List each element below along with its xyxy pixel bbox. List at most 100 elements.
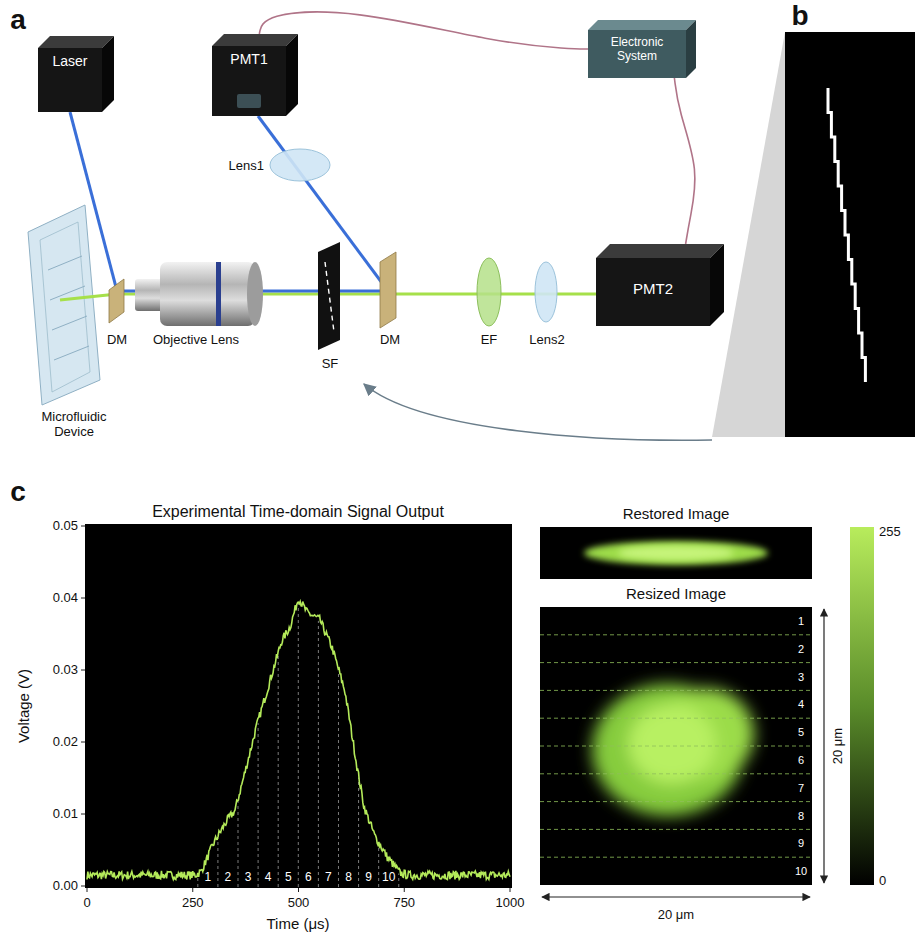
microfluidic-device <box>48 256 82 270</box>
part-label: Microfluidic Device <box>29 410 119 440</box>
resized-image <box>540 718 812 719</box>
box-side <box>710 244 724 326</box>
segment-number: 8 <box>344 871 353 885</box>
signal-chart <box>81 524 512 892</box>
signal-chart <box>197 876 198 887</box>
image-title: Restored Image <box>623 505 730 522</box>
axis-tick-label: 250 <box>182 896 204 911</box>
row-number: 2 <box>797 642 805 655</box>
box-front <box>212 46 286 116</box>
row-number: 6 <box>797 754 805 767</box>
box-top <box>38 36 114 48</box>
microfluidic-device <box>54 346 89 360</box>
segment-number: 7 <box>324 871 333 885</box>
chart-title: Experimental Time-domain Signal Output <box>152 503 444 521</box>
resized-image <box>592 684 754 816</box>
resized-image <box>540 829 812 830</box>
axis-tick-label: 750 <box>393 896 415 911</box>
resized-image <box>540 746 812 747</box>
axis-tick-label: 0.04 <box>53 591 78 606</box>
part-label: EF <box>481 333 498 348</box>
signal-chart <box>81 598 85 599</box>
instrument-label-area: PMT2 <box>596 280 710 297</box>
detector-box: PMT2 <box>596 244 724 326</box>
row-number: 4 <box>797 698 805 711</box>
lens <box>535 262 557 322</box>
signal-chart <box>81 742 85 743</box>
spatial-filter <box>318 242 340 350</box>
signal-chart <box>81 886 85 887</box>
segment-number: 2 <box>224 871 233 885</box>
row-number: 1 <box>797 615 805 628</box>
signal-chart <box>358 778 359 887</box>
microfluidic-device <box>28 205 100 405</box>
segment-number: 9 <box>364 871 373 885</box>
microfluidic-device <box>28 205 100 405</box>
restored-image <box>618 546 734 560</box>
segment-number: 10 <box>381 871 396 885</box>
box-front <box>596 258 710 326</box>
signal-chart <box>404 888 405 892</box>
instrument-name: Laser <box>43 53 97 69</box>
signal-chart <box>198 601 399 887</box>
resized-image <box>540 857 812 858</box>
signal-chart <box>378 844 379 887</box>
signal-chart <box>217 838 218 887</box>
axis-tick-label: 0 <box>83 896 90 911</box>
row-number: 10 <box>794 865 808 878</box>
dimension-label: 20 μm <box>831 728 846 764</box>
axis-tick-label: 0.01 <box>53 807 78 822</box>
resized-image <box>540 607 812 885</box>
scale-arrow <box>542 896 810 897</box>
axis-tick-label: 1000 <box>496 896 525 911</box>
instrument-name: PMT2 <box>601 280 705 297</box>
panel-letter: b <box>791 0 808 32</box>
segment-number: 3 <box>244 871 253 885</box>
restored-image <box>540 527 812 579</box>
signal-cable <box>674 78 695 244</box>
segment-number: 5 <box>284 871 293 885</box>
row-number: 3 <box>797 670 805 683</box>
box-side <box>686 20 696 78</box>
scale-arrow <box>542 609 824 897</box>
slit-mask <box>828 88 865 382</box>
resized-image <box>540 634 812 635</box>
resized-image <box>540 607 812 885</box>
resized-image <box>628 704 716 784</box>
signal-chart <box>81 526 85 527</box>
resized-image <box>540 635 812 857</box>
slit-mask <box>828 88 865 382</box>
part-label: Lens1 <box>229 159 264 174</box>
segment-number: 6 <box>304 871 313 885</box>
emission-filter <box>477 258 501 326</box>
restored-image <box>584 541 768 565</box>
slit-mask <box>785 32 915 437</box>
row-number: 8 <box>797 809 805 822</box>
signal-chart <box>318 621 319 887</box>
resized-image <box>540 801 812 802</box>
axis-tick-label: 0.03 <box>53 663 78 678</box>
box-front <box>588 30 686 78</box>
row-number: 7 <box>797 781 805 794</box>
laser-box: Laser <box>38 36 114 112</box>
dichroic-mirror <box>109 252 396 328</box>
instrument-body <box>212 34 298 116</box>
signal-chart <box>258 723 259 887</box>
part-label: Objective Lens <box>153 333 239 348</box>
signal-chart <box>510 888 511 892</box>
signal-chart <box>81 814 85 815</box>
spatial-filter <box>325 262 334 332</box>
signal-chart <box>85 524 512 888</box>
electronics-box: Electronic System <box>588 20 696 78</box>
box-side <box>286 34 298 116</box>
box-top <box>212 34 298 46</box>
scale-arrow <box>823 609 824 883</box>
signal-chart <box>81 526 510 892</box>
row-number: 5 <box>797 726 805 739</box>
box-side <box>102 36 114 112</box>
part-label: SF <box>322 357 339 372</box>
instrument-name: Electronic System <box>593 36 681 64</box>
segment-number: 1 <box>204 871 213 885</box>
instrument-body <box>38 36 114 112</box>
